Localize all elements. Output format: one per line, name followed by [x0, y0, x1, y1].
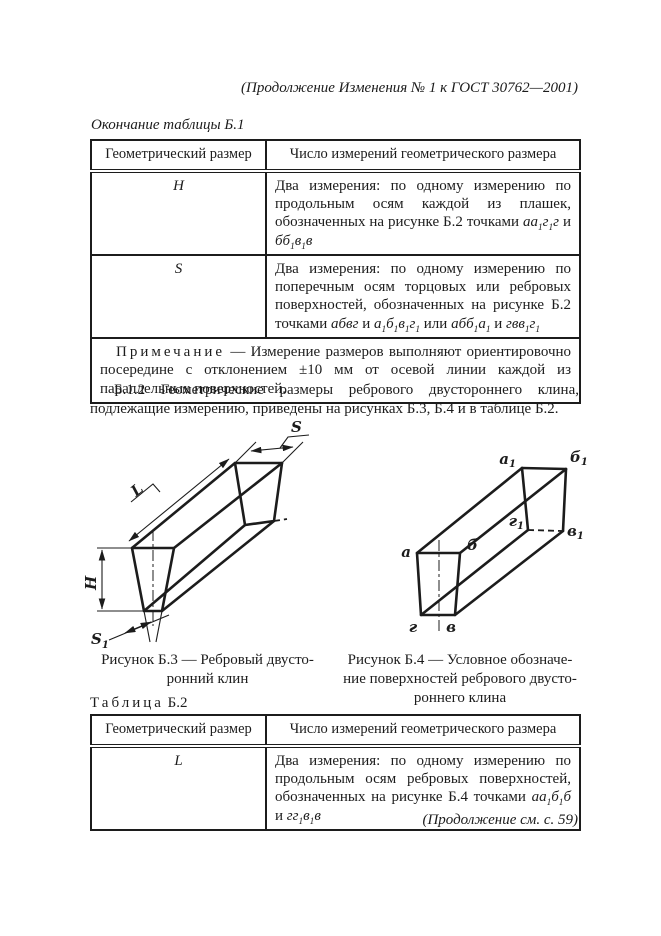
- dimension-L-label: L: [126, 479, 146, 500]
- vertex-label-v: в: [446, 618, 456, 636]
- table-b1-note-text: — Измерение размеров выполняют ориентиро…: [100, 344, 572, 397]
- dimension-S: S: [234, 418, 310, 464]
- figure-b3-drawing: H L S S1: [85, 418, 310, 651]
- table-b2-title-word: Таблица: [90, 695, 164, 711]
- vertex-label-v1: в1: [567, 522, 584, 542]
- dimension-H: H: [85, 547, 144, 612]
- figure-b3-caption: Рисунок Б.3 — Ребровый двусто- ронний кл…: [95, 651, 320, 689]
- figure-b3-caption-line1: Рисунок Б.3 — Ребровый двусто-: [101, 652, 314, 668]
- wedge-b4-vertex-labels: а б г в а1 б1 г1 в1: [401, 448, 588, 636]
- page-header: (Продолжение Изменения № 1 к ГОСТ 30762—…: [241, 80, 578, 96]
- table-b2-title-number: Б.2: [167, 695, 188, 711]
- vertex-label-b: б: [467, 536, 478, 554]
- table-b1-note: Примечание — Измерение размеров выполняю…: [90, 337, 581, 404]
- table-b2-header-row: Геометрический размер Число измерений ге…: [90, 714, 581, 748]
- table-b1-row-H-size: H: [90, 169, 267, 256]
- table-b1-header-row: Геометрический размер Число измерений ге…: [90, 139, 581, 173]
- page-footer: (Продолжение см. с. 59): [422, 812, 578, 828]
- vertex-label-a1: а1: [499, 450, 516, 470]
- table-b2-col2-header: Число измерений геометрического размера: [265, 714, 581, 748]
- table-b2-row-L-size: L: [90, 744, 267, 831]
- vertex-label-g: г: [409, 618, 418, 636]
- table-b1-row-S-size: S: [90, 253, 267, 340]
- wedge-b4-edges: [415, 466, 568, 617]
- dimension-L: L: [126, 458, 230, 542]
- table-b2-row-L: L Два измерения: по одному измерению по …: [90, 744, 581, 831]
- table-b1-note-row: Примечание — Измерение размеров выполняю…: [90, 337, 581, 404]
- table-b1-note-label: Примечание: [116, 344, 226, 361]
- figure-b4-drawing: а б г в а1 б1 г1 в1: [401, 448, 588, 636]
- figure-b4-caption-line2: ние поверхностей ребрового двусто-: [343, 671, 577, 687]
- table-b1-row-S: S Два измерения: по одному измерению по …: [90, 253, 581, 340]
- dimension-S-label: S: [291, 418, 302, 436]
- dimension-S1-label: S1: [91, 630, 109, 651]
- table-b1-col1-header: Геометрический размер: [90, 139, 267, 173]
- dimension-S1: S1: [91, 610, 170, 651]
- table-b1-row-H-desc: Два измерения: по одному измерению по пр…: [265, 169, 581, 256]
- table-b1-col2-header: Число измерений геометрического размера: [265, 139, 581, 173]
- figure-b4-caption-line3: роннего клина: [413, 690, 507, 706]
- vertex-label-b1: б1: [570, 448, 588, 468]
- dimension-H-label: H: [85, 575, 100, 591]
- table-b2-title: Таблица Б.2: [90, 694, 188, 713]
- table-b1-continuation-label: Окончание таблицы Б.1: [91, 117, 245, 133]
- figure-b3-caption-line2: ронний клин: [166, 671, 249, 687]
- paragraph-b12: Б.1.2 Геометрические размеры ребрового д…: [90, 382, 579, 417]
- figure-b4-caption: Рисунок Б.4 — Условное обозначе- ние пов…: [336, 651, 584, 708]
- table-b2: Геометрический размер Число измерений ге…: [90, 714, 581, 831]
- wedge-b3-edges: [130, 461, 288, 613]
- vertex-label-g1: г1: [509, 512, 524, 532]
- vertex-label-a: а: [401, 543, 411, 561]
- table-b2-col1-header: Геометрический размер: [90, 714, 267, 748]
- table-b2-row-L-desc: Два измерения: по одному измерению по пр…: [265, 744, 581, 831]
- table-b1-row-H: H Два измерения: по одному измерению по …: [90, 169, 581, 256]
- table-b1-row-S-desc: Два измерения: по одному измерению по по…: [265, 253, 581, 340]
- figure-b4-caption-line1: Рисунок Б.4 — Условное обозначе-: [347, 652, 573, 668]
- table-b1: Геометрический размер Число измерений ге…: [90, 139, 581, 404]
